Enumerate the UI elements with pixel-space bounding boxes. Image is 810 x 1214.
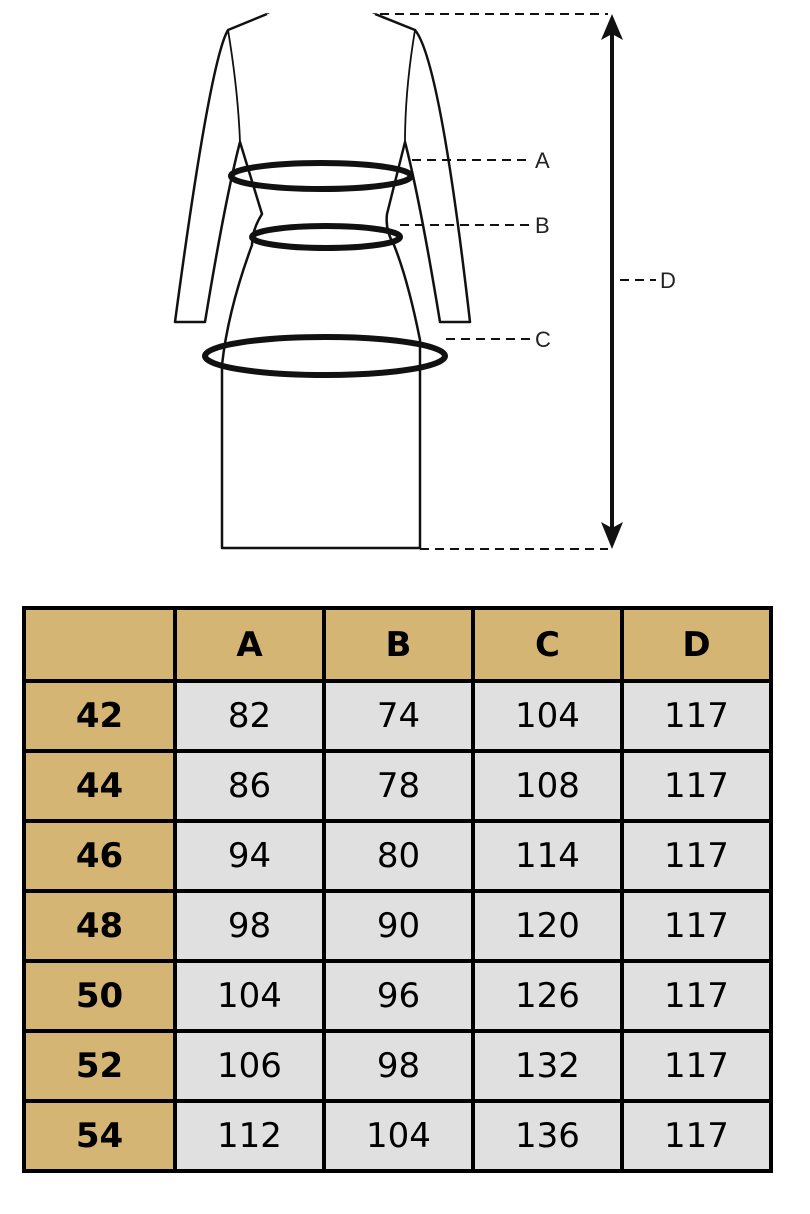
hip-ring-icon: [202, 334, 448, 378]
header-c: C: [471, 606, 624, 683]
measurement-cell-c: 136: [471, 1099, 624, 1173]
label-a: A: [535, 148, 550, 173]
measurement-cell-c: 108: [471, 749, 624, 823]
label-b: B: [535, 213, 550, 238]
measurement-cell-d: 117: [620, 1029, 773, 1103]
measurement-cell-d: 117: [620, 679, 773, 753]
waist-ring-icon: [249, 223, 403, 251]
measurement-cell-a: 94: [173, 819, 326, 893]
header-d: D: [620, 606, 773, 683]
measurement-cell-d: 117: [620, 819, 773, 893]
measurement-rings: [202, 160, 448, 378]
measurement-cell-a: 98: [173, 889, 326, 963]
measurement-cell-c: 126: [471, 959, 624, 1033]
size-cell: 52: [22, 1029, 177, 1103]
size-cell: 46: [22, 819, 177, 893]
measurement-cell-a: 82: [173, 679, 326, 753]
table-header-row: A B C D: [22, 606, 773, 683]
measurement-cell-c: 132: [471, 1029, 624, 1103]
length-arrow-icon: [601, 14, 623, 549]
measurement-cell-b: 90: [322, 889, 475, 963]
dimension-lines: [380, 13, 656, 550]
measurement-cell-b: 104: [322, 1099, 475, 1173]
size-cell: 48: [22, 889, 177, 963]
corner-cell: [22, 606, 177, 683]
measurement-cell-d: 117: [620, 889, 773, 963]
label-d: D: [660, 268, 676, 293]
measurement-cell-a: 106: [173, 1029, 326, 1103]
measurement-cell-b: 78: [322, 749, 475, 823]
measurement-cell-b: 96: [322, 959, 475, 1033]
measurement-cell-d: 117: [620, 749, 773, 823]
size-cell: 50: [22, 959, 177, 1033]
dress-measurement-diagram: A B C D: [173, 12, 676, 550]
measurement-cell-a: 104: [173, 959, 326, 1033]
dress-illustration: [173, 12, 472, 550]
header-b: B: [322, 606, 475, 683]
measurement-cell-b: 74: [322, 679, 475, 753]
measurement-cell-c: 104: [471, 679, 624, 753]
size-cell: 42: [22, 679, 177, 753]
measurement-cell-c: 120: [471, 889, 624, 963]
bust-ring-icon: [228, 160, 414, 192]
measurement-cell-a: 112: [173, 1099, 326, 1173]
header-a: A: [173, 606, 326, 683]
label-c: C: [535, 327, 551, 352]
size-cell: 54: [22, 1099, 177, 1173]
measurement-cell-c: 114: [471, 819, 624, 893]
measurement-cell-d: 117: [620, 959, 773, 1033]
measurement-cell-b: 98: [322, 1029, 475, 1103]
measurement-cell-a: 86: [173, 749, 326, 823]
measurement-cell-b: 80: [322, 819, 475, 893]
measurement-cell-d: 117: [620, 1099, 773, 1173]
size-cell: 44: [22, 749, 177, 823]
